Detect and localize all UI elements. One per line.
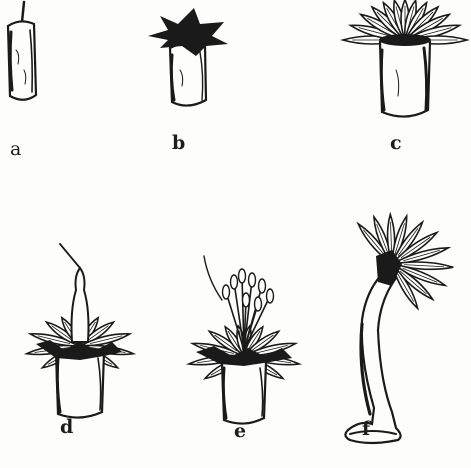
filament-tip — [231, 275, 238, 289]
panel-c-drawing — [343, 0, 467, 117]
panel-label-e: e — [234, 422, 246, 441]
filament-tip — [259, 279, 266, 293]
panel-label-f: f — [362, 420, 370, 439]
panel-label-d: d — [60, 418, 73, 437]
filament-tip — [239, 269, 246, 283]
filament-tip — [255, 297, 262, 311]
filament-tip — [267, 289, 274, 303]
filament-tip — [223, 285, 230, 299]
panel-label-c: c — [390, 134, 402, 153]
filament-tip — [249, 273, 256, 287]
panel-d-drawing — [27, 244, 134, 418]
panel-label-a: a — [10, 140, 21, 159]
panel-f-drawing — [345, 214, 453, 443]
panel-label-b: b — [172, 134, 185, 153]
panel-b-drawing — [148, 8, 228, 106]
filament-tip — [243, 293, 250, 307]
panel-a-drawing — [8, 2, 36, 100]
panel-e-drawing — [189, 256, 299, 424]
